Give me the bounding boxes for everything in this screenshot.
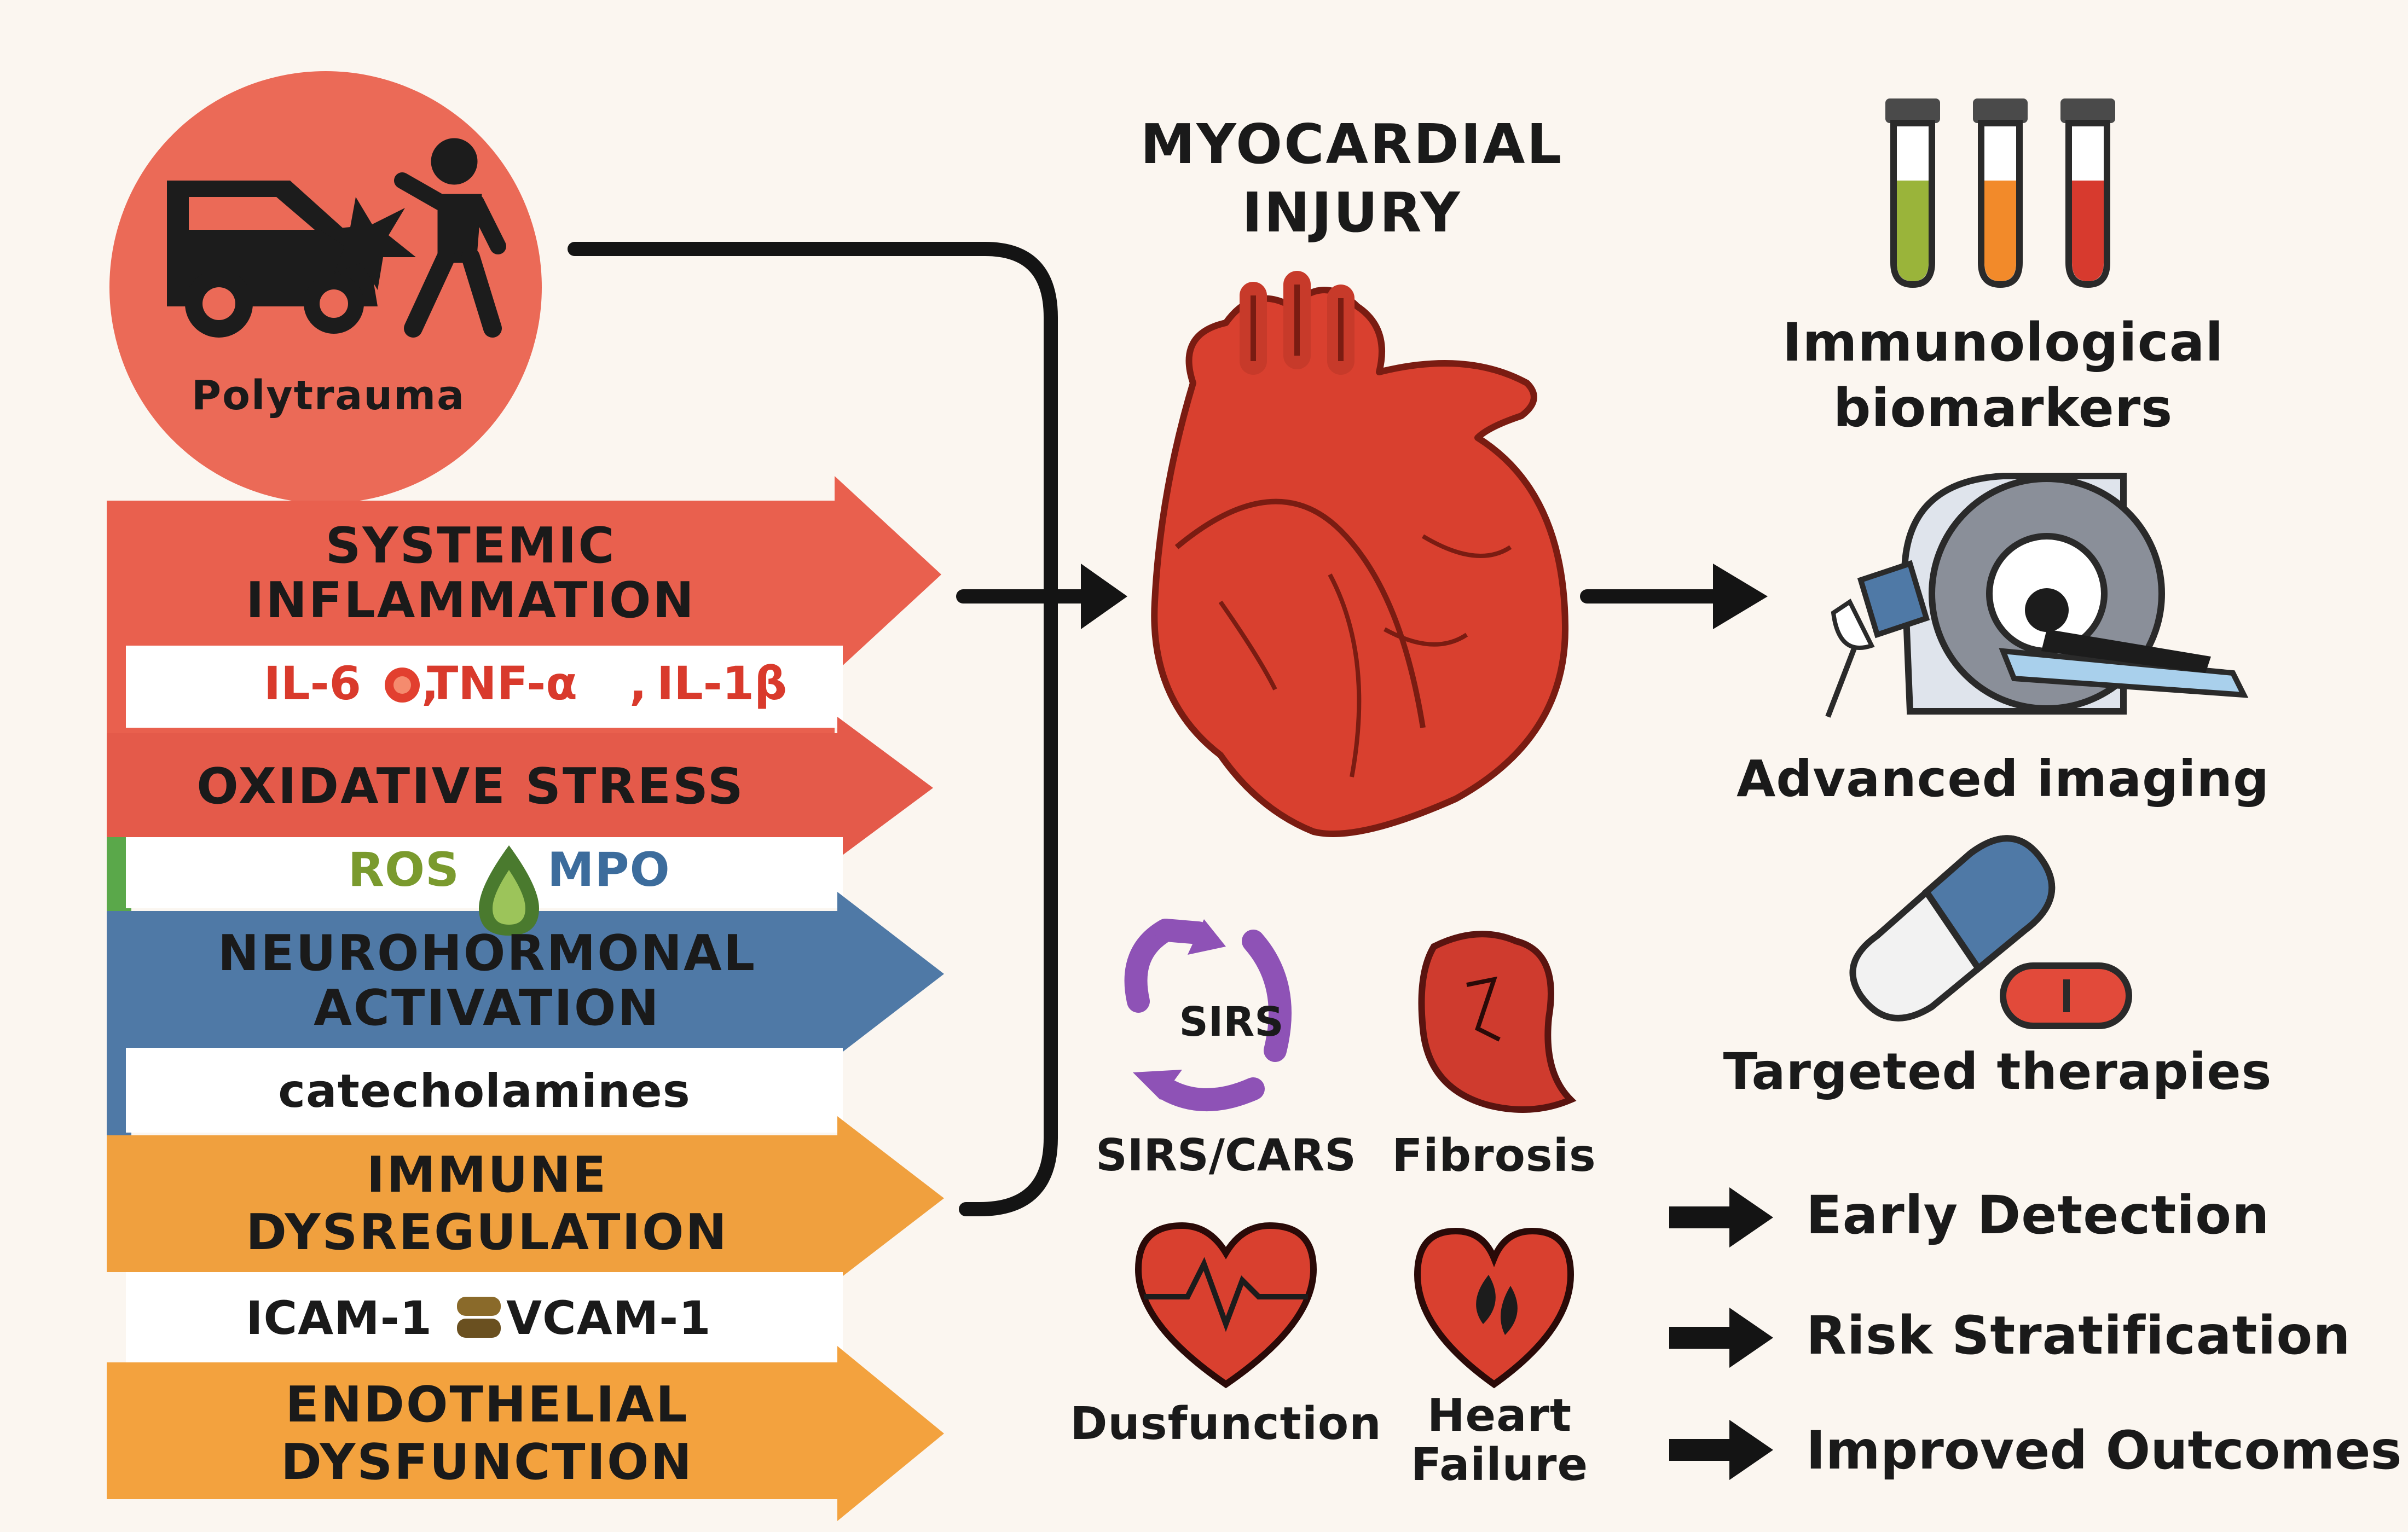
marker-separator: , xyxy=(421,657,439,710)
marker-catecholamines: catecholamines xyxy=(278,1064,691,1118)
heart-icon xyxy=(1151,271,1568,837)
flow-arrowheads xyxy=(1081,564,1768,629)
cytokine-dot-icon xyxy=(385,668,420,703)
adhesion-molecule-icon xyxy=(457,1297,501,1338)
marker-tnf: TNF-α xyxy=(427,657,577,710)
tablet-icon xyxy=(2000,962,2132,1029)
sirs-badge: SIRS xyxy=(1179,999,1284,1046)
center-title-2: INJURY xyxy=(1242,181,1462,245)
pathway-neurohormonal-title-1: NEUROHORMONAL xyxy=(217,925,757,982)
person-icon xyxy=(394,138,506,338)
car-crash-icon xyxy=(167,181,416,338)
marker-mpo: MPO xyxy=(547,843,670,897)
dysfunction-label: Dusfunction xyxy=(1070,1398,1382,1450)
marker-ros: ROS xyxy=(348,843,460,897)
center-title-1: MYOCARDIAL xyxy=(1140,112,1564,176)
benefit-risk-stratification: Risk Stratification xyxy=(1806,1305,2351,1366)
biomarkers-label-2: biomarkers xyxy=(1833,378,2173,439)
mri-scanner-icon xyxy=(1825,473,2249,718)
ecg-heart-icon xyxy=(1134,1222,1317,1389)
flow-connector xyxy=(568,242,1726,1216)
marker-separator: , xyxy=(629,657,647,710)
pathway-oxidative-title: OXIDATIVE STRESS xyxy=(196,758,745,815)
capsule-icon xyxy=(1849,835,2056,1022)
imaging-label: Advanced imaging xyxy=(1736,750,2270,808)
polytrauma-label: Polytrauma xyxy=(191,372,466,419)
pathway-neurohormonal-title-2: ACTIVATION xyxy=(314,979,661,1037)
benefit-arrows xyxy=(1669,1187,1773,1480)
pathway-systemic-title-1: SYSTEMIC xyxy=(325,517,616,574)
pathway-endothelial-title-1: ENDOTHELIAL xyxy=(285,1376,689,1434)
sirs-cars-label: SIRS/CARS xyxy=(1096,1130,1356,1181)
marker-il6: IL-6 xyxy=(263,657,361,710)
sirs-arrowheads xyxy=(1133,919,1226,1100)
pathway-systemic-title-2: INFLAMMATION xyxy=(246,572,696,629)
therapies-label: Targeted therapies xyxy=(1723,1042,2272,1101)
pathway-immune-title-2: DYSREGULATION xyxy=(246,1204,728,1261)
sirs-cycle-icon xyxy=(1124,919,1292,1111)
biomarkers-label-1: Immunological xyxy=(1782,312,2224,373)
pathway-immune-title-1: IMMUNE xyxy=(366,1146,608,1204)
fibrosis-label: Fibrosis xyxy=(1392,1130,1596,1182)
fibrosis-icon xyxy=(1418,931,1577,1113)
heart-failure-label-2: Failure xyxy=(1410,1439,1589,1491)
marker-icam1: ICAM-1 xyxy=(246,1291,432,1345)
droplet-icon xyxy=(479,845,539,936)
marker-il1b: IL-1β xyxy=(657,657,788,710)
benefit-improved-outcomes: Improved Outcomes xyxy=(1806,1420,2402,1481)
marker-vcam1: VCAM-1 xyxy=(506,1291,711,1345)
pathway-endothelial-title-2: DYSFUNCTION xyxy=(281,1434,693,1491)
heart-failure-label-1: Heart xyxy=(1427,1390,1572,1442)
pathway-arrows xyxy=(107,476,944,1521)
test-tubes-icon xyxy=(1885,98,2115,288)
heart-failure-icon xyxy=(1414,1227,1575,1389)
benefit-early-detection: Early Detection xyxy=(1806,1185,2270,1246)
